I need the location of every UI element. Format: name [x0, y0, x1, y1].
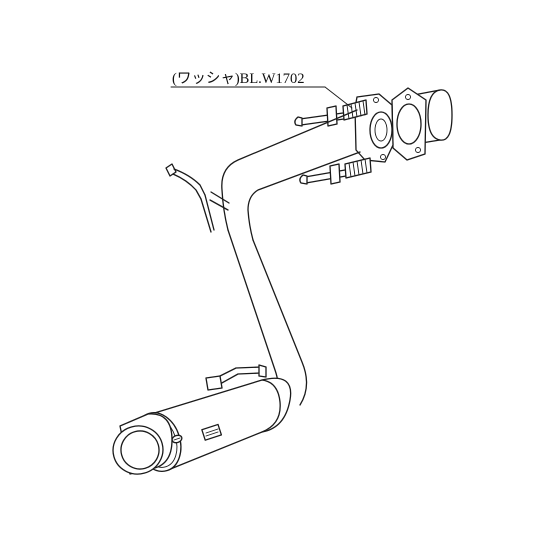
- main-pipe: [221, 109, 361, 406]
- lower-hanger: [205, 364, 267, 391]
- washer-callout-label: (ワッシャ)BL.W1702: [172, 71, 305, 87]
- brand-badge-icon: [201, 423, 223, 441]
- lower-spring-bolt: [299, 157, 372, 185]
- serial-badge-icon: [171, 434, 183, 444]
- washer-callout: (ワッシャ)BL.W1702: [170, 71, 353, 109]
- upper-hanger: [165, 163, 230, 233]
- inlet-flange: [354, 87, 427, 163]
- tail-pipe: [112, 413, 173, 475]
